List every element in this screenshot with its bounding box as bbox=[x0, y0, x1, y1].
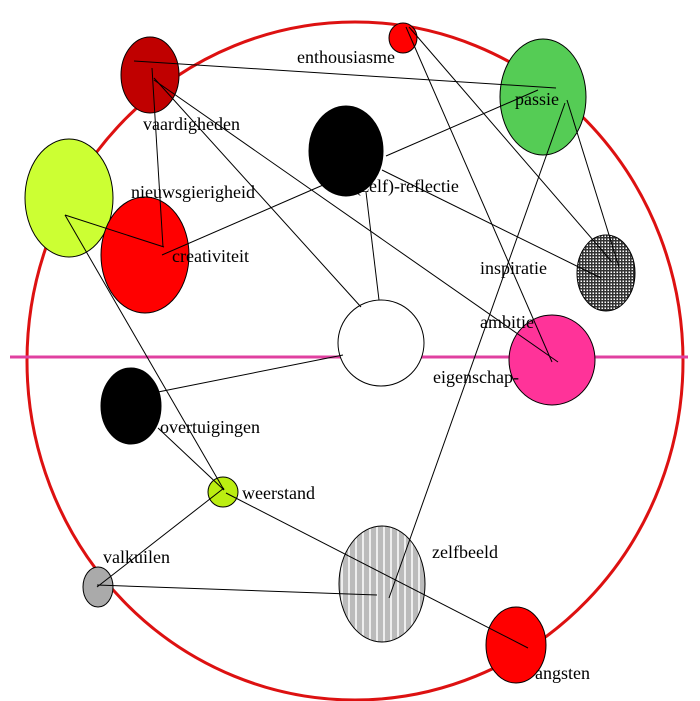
edge-reflectie-passie bbox=[385, 89, 539, 157]
label-creativiteit: creativiteit bbox=[172, 246, 249, 266]
node-valkuilen[interactable] bbox=[82, 566, 114, 608]
label-angsten: angsten bbox=[535, 663, 590, 683]
edge-vaardigheden-eigenschap bbox=[153, 77, 362, 308]
edge-reflectie-inspiratie bbox=[381, 169, 602, 279]
label-ambitie: ambitie bbox=[480, 312, 534, 332]
edge-nieuwsgierigheid-weerstand bbox=[64, 214, 225, 491]
outer-ring bbox=[25, 20, 685, 701]
node-enthousiasme[interactable] bbox=[388, 22, 418, 54]
edge-vaardigheden-creativiteit bbox=[151, 67, 164, 248]
node-eigenschap[interactable] bbox=[337, 299, 425, 387]
edge-nieuwsgierigheid-creativiteit bbox=[64, 214, 165, 248]
edge-vaardigheden-passie bbox=[133, 60, 557, 89]
node-passie[interactable] bbox=[499, 38, 587, 156]
label-vaardigheden: vaardigheden bbox=[143, 114, 240, 134]
label-eigenschap: eigenschap- bbox=[433, 367, 519, 387]
edge-reflectie-eigenschap bbox=[365, 191, 380, 301]
edge-weerstand-valkuilen bbox=[96, 487, 225, 588]
label-weerstand: weerstand bbox=[242, 483, 315, 503]
node-inspiratie[interactable] bbox=[576, 234, 636, 312]
node-ambitie[interactable] bbox=[508, 314, 596, 406]
edge-valkuilen-zelfbeeld bbox=[96, 584, 378, 596]
connections bbox=[64, 26, 620, 649]
edge-eigenschap-overtuigingen bbox=[157, 354, 344, 393]
edge-vaardigheden-ambitie bbox=[153, 79, 559, 363]
node-weerstand[interactable] bbox=[207, 476, 239, 508]
label-valkuilen: valkuilen bbox=[103, 547, 170, 567]
node-creativiteit[interactable] bbox=[100, 196, 190, 314]
label-enthousiasme: enthousiasme bbox=[297, 47, 395, 67]
edge-overtuigingen-weerstand bbox=[157, 427, 225, 491]
node-zelfbeeld[interactable] bbox=[338, 525, 426, 643]
node-vaardigheden[interactable] bbox=[120, 36, 180, 114]
node-nieuwsgierigheid[interactable] bbox=[24, 138, 114, 258]
label-reflectie: (zelf)-reflectie bbox=[355, 176, 459, 197]
node-overtuigingen[interactable] bbox=[100, 367, 162, 445]
edge-weerstand-angsten bbox=[225, 492, 529, 649]
node-reflectie[interactable] bbox=[308, 105, 384, 197]
label-zelfbeeld: zelfbeeld bbox=[432, 542, 498, 562]
edge-enthousiasme-inspiratie bbox=[408, 26, 613, 263]
label-overtuigingen: overtuigingen bbox=[160, 417, 260, 437]
label-inspiratie: inspiratie bbox=[480, 258, 547, 278]
edge-creativiteit-reflectie bbox=[161, 181, 331, 256]
label-passie: passie bbox=[515, 89, 559, 109]
label-nieuwsgierigheid: nieuwsgierigheid bbox=[131, 182, 255, 202]
edge-passie-zelfbeeld bbox=[388, 102, 566, 599]
node-angsten[interactable] bbox=[485, 606, 547, 684]
edge-enthousiasme-ambitie bbox=[405, 26, 553, 363]
edge-passie-inspiratie bbox=[566, 99, 620, 268]
